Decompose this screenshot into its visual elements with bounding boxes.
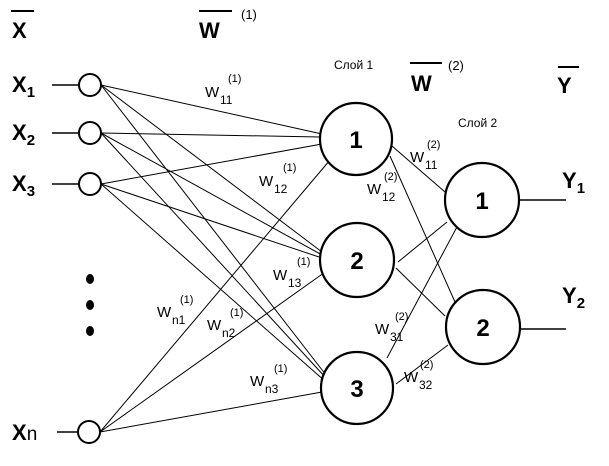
w2-vector-superscript: (2) xyxy=(448,58,464,73)
svg-text:(1): (1) xyxy=(180,294,193,306)
weight-w12-1: W (1) 12 xyxy=(259,162,296,196)
edge-x1-h2 xyxy=(100,84,323,253)
layer-1-title: Слой 1 xyxy=(334,58,374,72)
svg-text:W: W xyxy=(259,173,274,190)
edge-h1-o2 xyxy=(389,155,456,303)
input-node-x1 xyxy=(78,73,102,97)
edge-h1-o1 xyxy=(391,145,446,193)
weight-w11-2: W (2) 11 xyxy=(410,139,440,172)
weight-w13-1: W (1) 13 xyxy=(273,256,310,290)
hidden-connections xyxy=(386,145,459,385)
weight-w12-2: W (2) 12 xyxy=(367,171,397,204)
edge-x2-h2 xyxy=(100,132,323,256)
svg-text:W: W xyxy=(250,373,265,390)
weight-wn1-1: W (1) n1 xyxy=(157,294,193,327)
edge-x1-h1 xyxy=(100,84,323,135)
edge-xn-h1 xyxy=(99,159,331,433)
svg-text:W: W xyxy=(157,304,172,321)
input-label-xn: Xn xyxy=(12,420,37,445)
weight-wn2-1: W (1) n2 xyxy=(207,307,243,340)
svg-text:13: 13 xyxy=(288,276,302,290)
edge-xn-h2 xyxy=(99,269,329,433)
hidden-node-3 xyxy=(319,350,395,426)
svg-text:(1): (1) xyxy=(283,162,296,174)
svg-text:(2): (2) xyxy=(420,359,433,371)
output-node-2 xyxy=(444,288,522,366)
layer-2-title: Слой 2 xyxy=(458,116,498,130)
input-node-x2 xyxy=(78,121,102,145)
w2-vector-label: W xyxy=(411,71,432,96)
y-vector-label: Y xyxy=(557,73,572,98)
hidden-node-1 xyxy=(318,101,394,177)
w1-vector-label: W xyxy=(199,18,220,43)
svg-text:11: 11 xyxy=(220,93,233,107)
edge-h2-o1 xyxy=(397,221,448,263)
output-label-y2: Y2 xyxy=(562,283,585,312)
svg-text:W: W xyxy=(273,267,288,284)
edge-h3-o2 xyxy=(395,344,449,385)
svg-text:n3: n3 xyxy=(265,382,279,396)
edge-h3-o1 xyxy=(386,224,459,359)
svg-text:W: W xyxy=(367,181,382,198)
edge-x2-h3 xyxy=(100,132,327,379)
output-node-1 xyxy=(443,161,521,239)
weight-w32-2: W (2) 32 xyxy=(404,359,433,392)
weight-wn3-1: W (1) n3 xyxy=(250,363,287,396)
svg-text:(1): (1) xyxy=(228,73,241,85)
output-label-y1: Y1 xyxy=(562,168,585,197)
svg-text:12: 12 xyxy=(274,182,288,196)
edge-x2-h1 xyxy=(100,132,321,138)
ellipsis-dots xyxy=(86,274,94,336)
svg-text:(2): (2) xyxy=(427,139,440,151)
hidden-node-2-label: 2 xyxy=(350,248,363,275)
hidden-node-1-label: 1 xyxy=(349,127,362,154)
svg-text:31: 31 xyxy=(390,330,404,344)
x-vector-label: X xyxy=(12,18,27,43)
svg-text:32: 32 xyxy=(419,378,433,392)
svg-text:n2: n2 xyxy=(222,326,236,340)
edge-xn-h3 xyxy=(99,391,323,433)
svg-text:(1): (1) xyxy=(297,256,310,268)
output-node-2-label: 2 xyxy=(476,315,489,342)
svg-text:(2): (2) xyxy=(384,171,397,183)
hidden-node-3-label: 3 xyxy=(350,376,363,403)
svg-text:11: 11 xyxy=(425,158,438,172)
input-connections xyxy=(99,84,331,433)
input-node-xn xyxy=(77,420,101,444)
edge-x3-h1 xyxy=(100,143,323,185)
output-node-1-label: 1 xyxy=(475,188,488,215)
svg-text:W: W xyxy=(375,321,390,338)
weight-w11-1: W (1) 11 xyxy=(205,73,241,107)
edge-h2-o2 xyxy=(395,267,446,317)
svg-text:(1): (1) xyxy=(274,363,287,375)
svg-text:W: W xyxy=(205,84,220,101)
svg-text:(1): (1) xyxy=(230,307,243,319)
input-label-x3: X3 xyxy=(12,171,35,200)
svg-text:W: W xyxy=(410,149,425,166)
input-label-x1: X1 xyxy=(12,72,35,101)
input-label-x2: X2 xyxy=(12,120,35,149)
svg-text:W: W xyxy=(404,369,419,386)
svg-text:(2): (2) xyxy=(395,311,408,323)
svg-text:12: 12 xyxy=(382,190,396,204)
weight-w31-2: W (2) 31 xyxy=(375,311,408,344)
svg-text:W: W xyxy=(207,317,222,334)
w1-vector-superscript: (1) xyxy=(241,7,257,22)
hidden-node-2 xyxy=(318,221,396,299)
input-node-x3 xyxy=(78,172,102,196)
edge-x3-h3 xyxy=(100,183,327,383)
svg-text:n1: n1 xyxy=(172,313,186,327)
edge-x3-h2 xyxy=(100,183,323,259)
